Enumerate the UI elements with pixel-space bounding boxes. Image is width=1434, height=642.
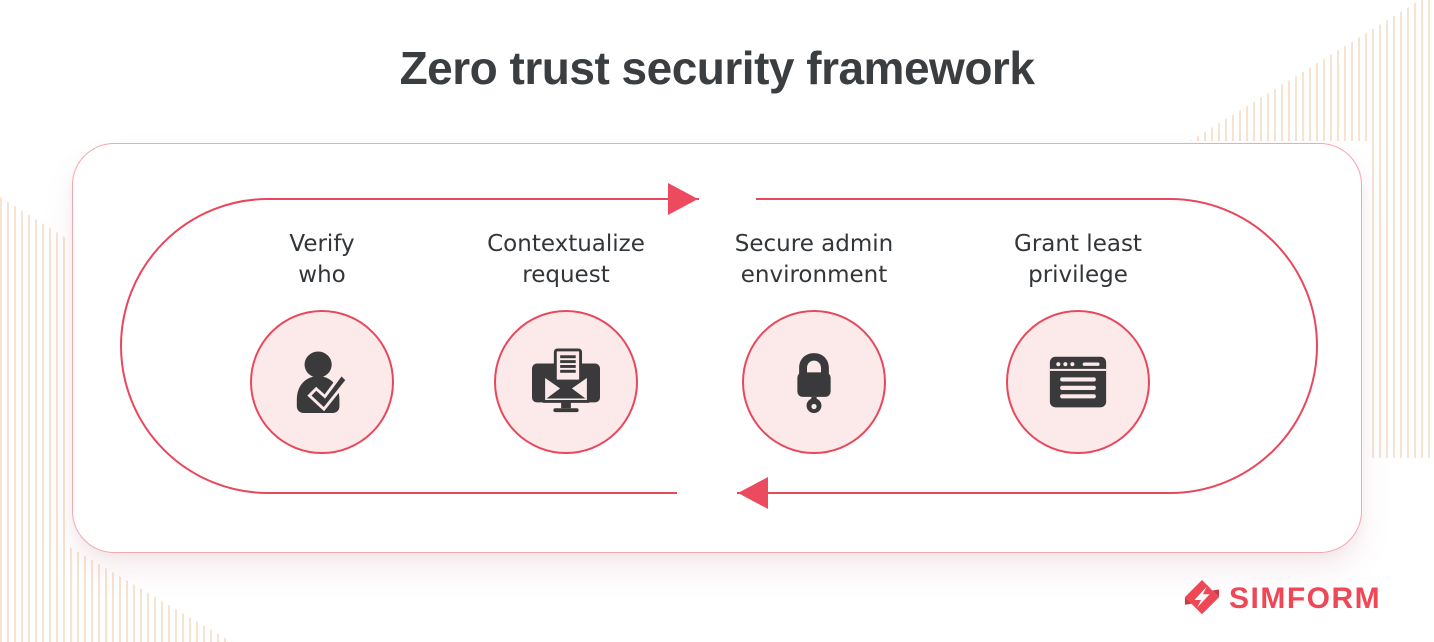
- step-label-line: privilege: [1028, 262, 1128, 288]
- step-circle: [494, 310, 638, 454]
- step-label: Verify who: [289, 229, 354, 291]
- browser-window-icon: [1049, 356, 1107, 408]
- simform-logo-icon: [1184, 580, 1220, 615]
- monitor-mail-icon: [532, 348, 600, 413]
- page-title: Zero trust security framework: [399, 42, 1035, 94]
- step-label-line: who: [298, 262, 346, 288]
- step-circle: [1006, 310, 1150, 454]
- step-label: Contextualize request: [487, 229, 645, 291]
- step-label: Grant least privilege: [1014, 229, 1142, 291]
- step-label: Secure admin environment: [735, 229, 893, 291]
- step-label-line: Grant least: [1014, 231, 1142, 257]
- step-circle: [250, 310, 394, 454]
- user-check-icon: [296, 351, 350, 413]
- step-label-line: Secure admin: [734, 231, 894, 257]
- step-verify-who: Verify who: [212, 229, 432, 454]
- step-label-line: Verify: [289, 231, 355, 257]
- step-label-line: Contextualize: [487, 231, 645, 257]
- brand-logo: SIMFORM: [1183, 577, 1381, 621]
- brand-name: SIMFORM: [1229, 582, 1382, 615]
- step-contextualize-request: Contextualize request: [456, 229, 676, 454]
- step-secure-admin-environment: Secure admin environment: [704, 229, 924, 454]
- padlock-key-icon: [797, 353, 831, 414]
- step-grant-least-privilege: Grant least privilege: [968, 229, 1188, 454]
- step-label-line: environment: [740, 262, 888, 288]
- step-circle: [742, 310, 886, 454]
- step-label-line: request: [522, 262, 610, 288]
